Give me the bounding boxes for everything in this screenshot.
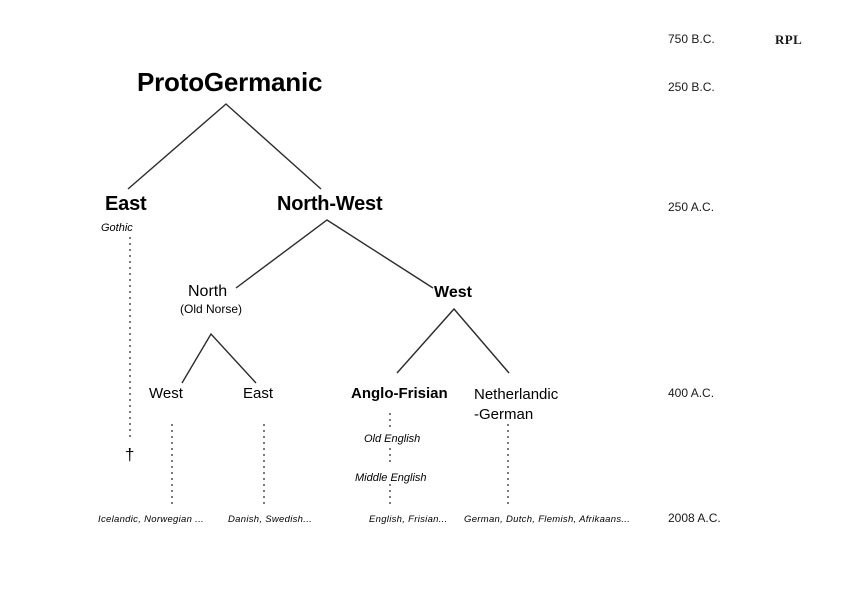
node-west-norse: West	[149, 385, 183, 402]
stage-middle-english: Middle English	[355, 472, 427, 484]
node-netherlandic-german-line1: Netherlandic	[474, 386, 559, 403]
node-north-norse-sublabel: (Old Norse)	[180, 302, 243, 316]
era-label-750-bc: 750 B.C.	[668, 32, 715, 46]
branch-protogermanic	[127, 103, 322, 190]
leaf-anglo-frisian-languages: English, Frisian...	[369, 514, 448, 525]
branch-west	[396, 307, 510, 374]
era-label-250-bc: 250 B.C.	[668, 80, 715, 94]
branch-north	[181, 332, 257, 384]
node-netherlandic-german-line2: -German	[474, 405, 534, 423]
credit-label: RPL	[775, 32, 803, 47]
stage-gothic: Gothic	[101, 222, 133, 234]
era-label-400-ac: 400 A.C.	[668, 386, 715, 400]
node-protogermanic: ProtoGermanic	[137, 67, 323, 97]
leaf-netherlandic-german-languages: German, Dutch, Flemish, Afrikaans...	[464, 514, 631, 525]
extinction-dagger-icon: †	[125, 445, 135, 464]
node-east-norse: East	[243, 385, 274, 402]
stage-old-english: Old English	[364, 433, 421, 445]
node-north-norse: North	[188, 283, 228, 300]
node-anglo-frisian: Anglo-Frisian	[351, 385, 448, 402]
branch-north-west	[235, 219, 434, 289]
node-north-west-germanic: North-West	[277, 193, 383, 215]
era-label-250-ac: 250 A.C.	[668, 200, 715, 214]
node-east-germanic: East	[105, 193, 147, 215]
node-west-germanic: West	[434, 284, 472, 301]
leaf-east-norse-languages: Danish, Swedish...	[228, 514, 313, 525]
node-netherlandic-german: Netherlandic -German	[474, 385, 558, 424]
era-label-2008-ac: 2008 A.C.	[668, 511, 721, 525]
leaf-west-norse-languages: Icelandic, Norwegian ...	[98, 514, 204, 525]
